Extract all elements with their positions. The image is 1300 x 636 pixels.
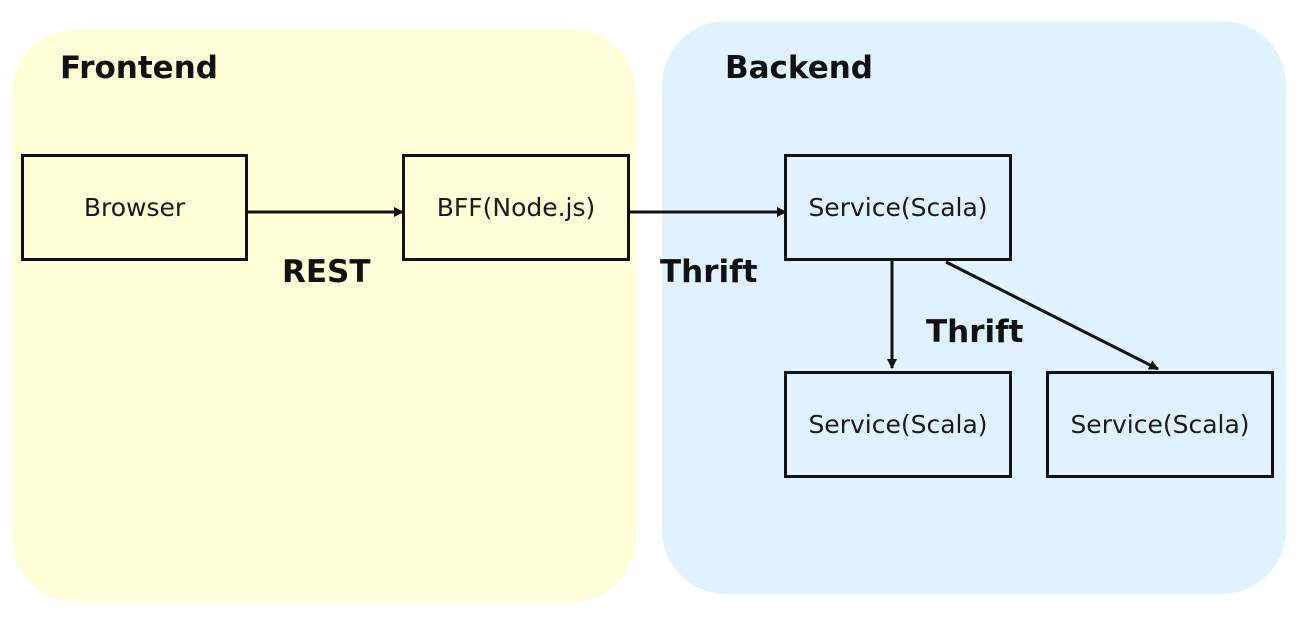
frontend-region <box>12 29 636 602</box>
bff-node: BFF(Node.js) <box>402 154 630 261</box>
service-lower-right-label: Service(Scala) <box>1070 410 1250 439</box>
backend-region <box>662 21 1286 594</box>
browser-label: Browser <box>83 193 186 222</box>
backend-title: Backend <box>725 50 873 86</box>
service-lower-left-node: Service(Scala) <box>784 371 1012 478</box>
edge-label-thrift-services: Thrift <box>926 314 1024 350</box>
service-lower-right-node: Service(Scala) <box>1046 371 1274 478</box>
service-lower-left-label: Service(Scala) <box>808 410 988 439</box>
edge-label-thrift-bff: Thrift <box>660 254 758 290</box>
edge-label-rest: REST <box>282 254 371 290</box>
browser-node: Browser <box>21 154 248 261</box>
frontend-title: Frontend <box>60 50 218 86</box>
service-main-node: Service(Scala) <box>784 154 1012 261</box>
bff-label: BFF(Node.js) <box>436 193 596 222</box>
service-main-label: Service(Scala) <box>808 193 988 222</box>
